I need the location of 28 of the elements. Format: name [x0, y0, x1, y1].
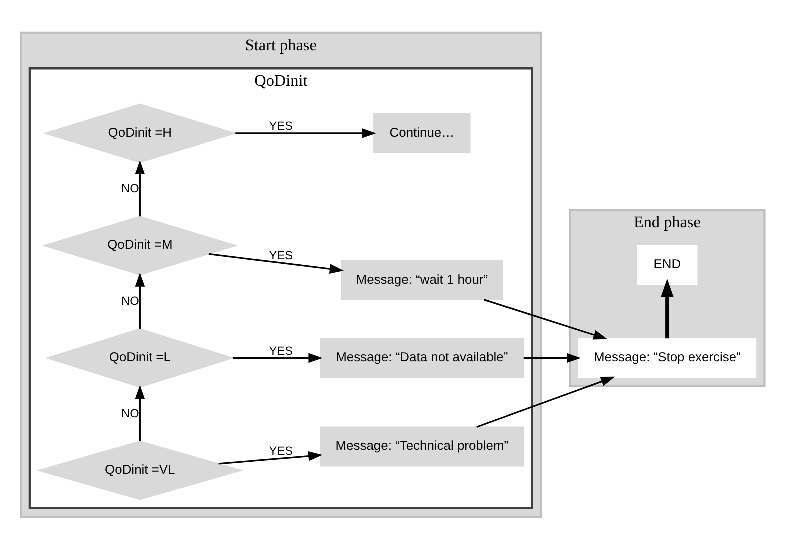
arrow	[135, 272, 146, 328]
arrow	[661, 278, 674, 338]
edge-label: YES	[269, 248, 294, 262]
arrow	[135, 160, 146, 216]
edge-label: NO	[122, 181, 140, 196]
arrow	[236, 128, 376, 138]
node-diamond: QoDinit =H	[43, 103, 238, 163]
node-box: Message: “Data not available”	[320, 338, 524, 378]
node-box: END	[637, 244, 698, 285]
node-box: Message: “wait 1 hour”	[341, 260, 504, 300]
arrow	[476, 376, 616, 428]
arrow	[233, 352, 323, 363]
node-box: Message: “Technical problem”	[320, 426, 524, 466]
edge-label: YES	[269, 444, 294, 458]
node-box: Continue…	[374, 112, 471, 153]
edge-label: NO	[122, 294, 140, 308]
arrow	[218, 450, 323, 464]
arrow	[484, 298, 608, 340]
arrow	[208, 252, 344, 274]
node-diamond: QoDinit =M	[42, 216, 238, 276]
edge-label: NO	[122, 406, 140, 420]
node-diamond: QoDinit =L	[45, 328, 235, 388]
node-diamond: QoDinit =VL	[36, 440, 244, 500]
edge-label: YES	[269, 118, 294, 132]
edge-label: YES	[269, 343, 294, 358]
arrow	[524, 352, 582, 363]
node-box: Message: “Stop exercise”	[578, 338, 757, 378]
arrow	[135, 384, 146, 441]
